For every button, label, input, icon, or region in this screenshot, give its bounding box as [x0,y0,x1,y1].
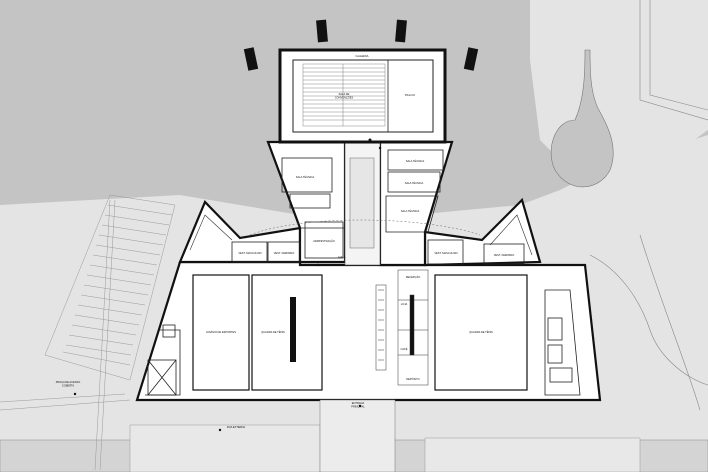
label-admin: ADMINISTRAÇÃO [313,238,335,243]
left-vestibules [231,241,301,263]
bottom-walkway-left [129,424,321,472]
label-right-wing-room-1: SALA TÉCNICA [406,158,425,163]
label-left-vest2: VEST. FEMININO [274,251,295,255]
label-right-vest2: VEST. FEMININO [494,253,515,257]
level-markers [73,138,382,432]
road-line-right-lower [639,234,701,411]
label-store: LOJA [401,302,408,306]
site-path-lines [0,199,131,471]
label-court-3: QUADRA DE TÊNIS [469,329,493,334]
road-line-right [639,0,708,121]
label-bottom-note: RUA EXTERNA [227,425,246,429]
label-deposit: DEPÓSITO [406,376,419,381]
court-center-bar [290,297,296,362]
label-court-2: QUADRA DE TÊNIS [261,329,285,334]
label-stage: PALCO [405,93,416,97]
court-right [434,274,528,391]
left-bleachers [44,194,176,381]
court-left-2 [251,274,323,391]
auditorium-seating [302,63,386,127]
fin-2 [316,19,328,43]
road-line-lower-right [589,254,708,386]
upper-left-rooms [281,157,345,259]
label-reception: RECEPÇÃO [406,274,421,279]
central-ramp [349,157,375,249]
label-right-wing-room-3: SALA TÉCNICA [401,208,420,213]
label-hall: HALL [338,255,346,259]
label-right-wing-room-2: SALA TÉCNICA [405,180,424,185]
right-vestibules [427,239,525,265]
label-cafe: CAFÉ [401,346,408,351]
label-top-room: GALERIA [355,54,368,58]
right-wing-ramp [489,214,533,256]
fin-1 [243,47,259,71]
court-left-1 [192,274,250,391]
roundabout-loop [550,49,614,188]
upper-right-rooms [385,149,444,233]
fin-3 [395,19,407,43]
left-service-rooms [145,324,181,396]
right-service-rooms [544,289,581,396]
hall-arc [249,219,481,236]
fin-4 [463,47,479,71]
label-right-vest: VEST. MASCULINO [434,251,457,255]
entrance-corridor [319,399,396,472]
label-court-1: GINÁSIO DE ESPORTES [206,330,236,334]
label-left-wing-room: SALA TÉCNICA [296,174,315,179]
hall-furniture [375,269,429,386]
label-left-vest: VEST. MASCULINO [238,251,261,255]
left-wing-ramp [189,214,233,251]
bottom-walkway-right [424,437,641,472]
